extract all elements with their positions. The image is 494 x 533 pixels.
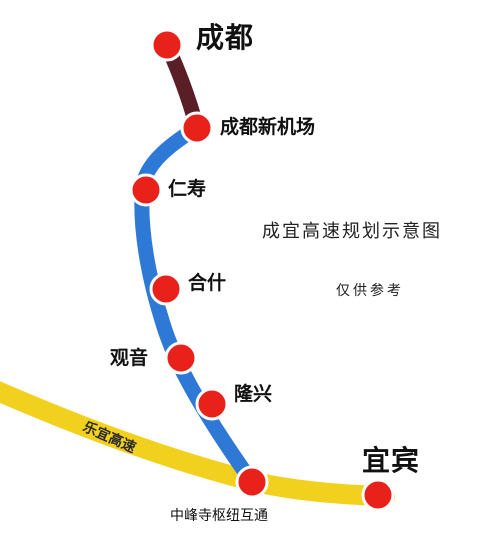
road-label-leyi: 乐宜高速 <box>80 418 138 456</box>
station-label-zhongfengsi: 中峰寺枢纽互通 <box>170 508 268 524</box>
station-label-chengdu-new-airport: 成都新机场 <box>220 116 316 138</box>
station-marker-yibin <box>361 478 395 512</box>
station-label-heshi: 合什 <box>188 272 227 294</box>
station-marker-renshou <box>129 173 163 207</box>
station-marker-chengdu <box>150 28 184 62</box>
station-label-chengdu: 成都 <box>196 21 255 54</box>
leyi-expressway-line <box>0 381 395 506</box>
station-label-guanyin: 观音 <box>110 347 149 369</box>
station-marker-longxing <box>195 387 229 421</box>
station-label-longxing: 隆兴 <box>234 383 273 405</box>
station-marker-guanyin <box>164 341 198 375</box>
map-title: 成宜高速规划示意图 <box>262 221 442 242</box>
station-marker-chengdu-new-airport <box>180 111 214 145</box>
station-label-renshou: 仁寿 <box>168 178 207 200</box>
map-note: 仅供参考 <box>336 283 404 299</box>
station-marker-heshi <box>149 272 183 306</box>
station-marker-zhongfengsi <box>235 465 269 499</box>
station-label-yibin: 宜宾 <box>362 444 421 477</box>
